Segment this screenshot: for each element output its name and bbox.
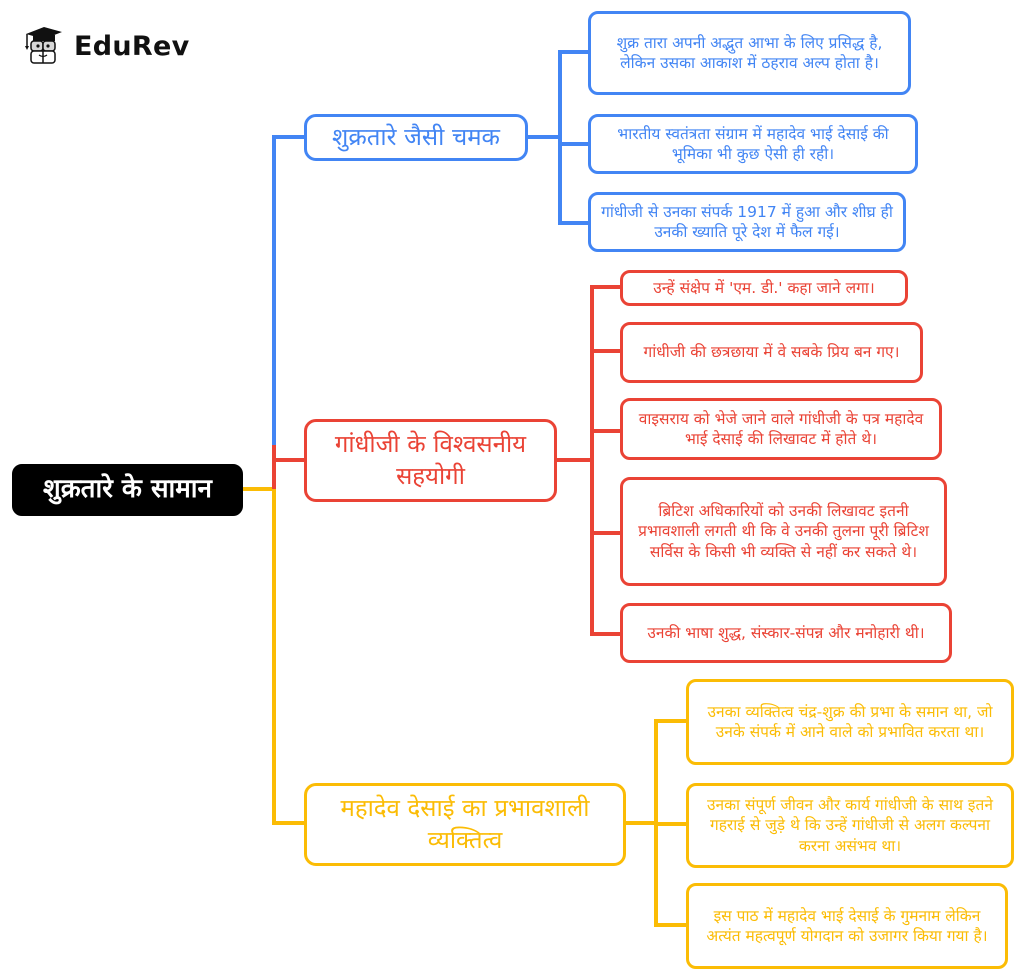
yellow-children-bracket — [654, 719, 686, 927]
leaf-node[interactable]: उन्हें संक्षेप में 'एम. डी.' कहा जाने लग… — [620, 270, 908, 306]
leaf-text: ब्रिटिश अधिकारियों को उनकी लिखावट इतनी प… — [638, 502, 929, 561]
edurev-logo: EduRev — [24, 24, 190, 68]
branch-label: शुक्रतारे जैसी चमक — [332, 122, 500, 151]
leaf-text: शुक्र तारा अपनी अद्भुत आभा के लिए प्रसिद… — [616, 33, 883, 72]
leaf-node[interactable]: इस पाठ में महादेव भाई देसाई के गुमनाम ले… — [686, 883, 1008, 969]
yellow-trunk-connector — [272, 489, 304, 825]
leaf-node[interactable]: उनका व्यक्तित्व चंद्र-शुक्र की प्रभा के … — [686, 679, 1014, 765]
leaf-text: उनका संपूर्ण जीवन और कार्य गांधीजी के सा… — [707, 796, 993, 855]
root-label: शुक्रतारे के सामान — [43, 474, 212, 505]
leaf-node[interactable]: शुक्र तारा अपनी अद्भुत आभा के लिए प्रसिद… — [588, 11, 911, 95]
leaf-node[interactable]: उनकी भाषा शुद्ध, संस्कार-संपन्न और मनोहा… — [620, 603, 952, 663]
brand-name: EduRev — [74, 30, 190, 62]
root-node[interactable]: शुक्रतारे के सामान — [12, 464, 243, 516]
blue-children-bracket — [558, 50, 588, 225]
branch-node-trusted-associate[interactable]: गांधीजी के विश्वसनीय सहयोगी — [304, 419, 557, 502]
leaf-text: गांधीजी की छत्रछाया में वे सबके प्रिय बन… — [643, 343, 900, 362]
blue-trunk-connector — [272, 135, 304, 460]
graduation-cap-book-mascot-icon — [25, 27, 62, 64]
branch-label: महादेव देसाई का प्रभावशाली व्यक्तित्व — [340, 794, 590, 854]
leaf-node[interactable]: गांधीजी की छत्रछाया में वे सबके प्रिय बन… — [620, 322, 923, 383]
leaf-text: उन्हें संक्षेप में 'एम. डी.' कहा जाने लग… — [653, 278, 875, 297]
leaf-text: भारतीय स्वतंत्रता संग्राम में महादेव भाई… — [617, 124, 889, 163]
leaf-node[interactable]: वाइसराय को भेजे जाने वाले गांधीजी के पत्… — [620, 398, 942, 460]
leaf-text: गांधीजी से उनका संपर्क 1917 में हुआ और श… — [601, 202, 893, 241]
branch-label: गांधीजी के विश्वसनीय सहयोगी — [334, 430, 527, 490]
leaf-text: उनका व्यक्तित्व चंद्र-शुक्र की प्रभा के … — [707, 702, 993, 741]
leaf-node[interactable]: उनका संपूर्ण जीवन और कार्य गांधीजी के सा… — [686, 783, 1014, 868]
leaf-text: इस पाठ में महादेव भाई देसाई के गुमनाम ले… — [706, 906, 988, 945]
branch-node-impressive-personality[interactable]: महादेव देसाई का प्रभावशाली व्यक्तित्व — [304, 783, 626, 866]
leaf-node[interactable]: ब्रिटिश अधिकारियों को उनकी लिखावट इतनी प… — [620, 477, 947, 586]
red-children-bracket — [590, 285, 620, 636]
leaf-text: उनकी भाषा शुद्ध, संस्कार-संपन्न और मनोहा… — [647, 623, 925, 642]
leaf-text: वाइसराय को भेजे जाने वाले गांधीजी के पत्… — [638, 409, 924, 448]
leaf-node[interactable]: गांधीजी से उनका संपर्क 1917 में हुआ और श… — [588, 192, 906, 252]
leaf-node[interactable]: भारतीय स्वतंत्रता संग्राम में महादेव भाई… — [588, 114, 918, 174]
branch-node-shining-like-venus[interactable]: शुक्रतारे जैसी चमक — [304, 114, 528, 161]
